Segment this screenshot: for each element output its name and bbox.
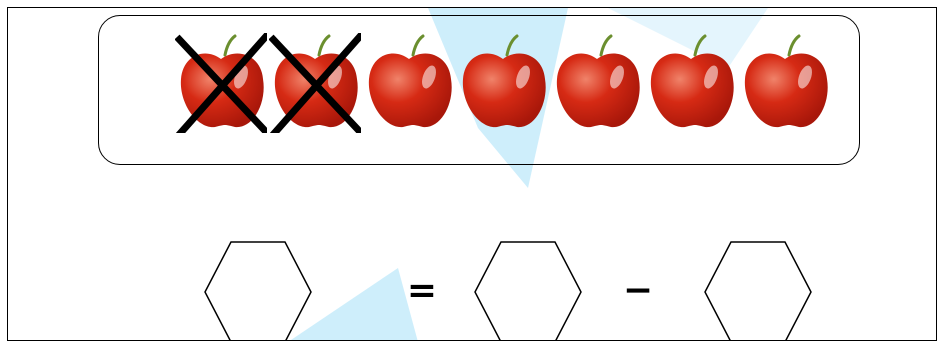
apple-row: [175, 33, 835, 143]
answer-hexagon-result[interactable]: [204, 241, 312, 341]
apple-icon: [363, 33, 455, 133]
apple-icon: [457, 33, 549, 133]
apple-icon: [551, 33, 643, 133]
answer-hexagon-subtrahend[interactable]: [704, 241, 812, 341]
equals-sign: =: [402, 271, 442, 311]
answer-hexagon-minuend[interactable]: [474, 241, 582, 341]
apple-icon: [645, 33, 737, 133]
minus-sign: −: [618, 271, 658, 311]
crossed-apple-icon: [175, 33, 267, 133]
subtraction-equation: = −: [8, 233, 937, 341]
apple-icon: [739, 33, 831, 133]
worksheet-frame: = −: [7, 7, 937, 341]
crossed-apple-icon: [269, 33, 361, 133]
